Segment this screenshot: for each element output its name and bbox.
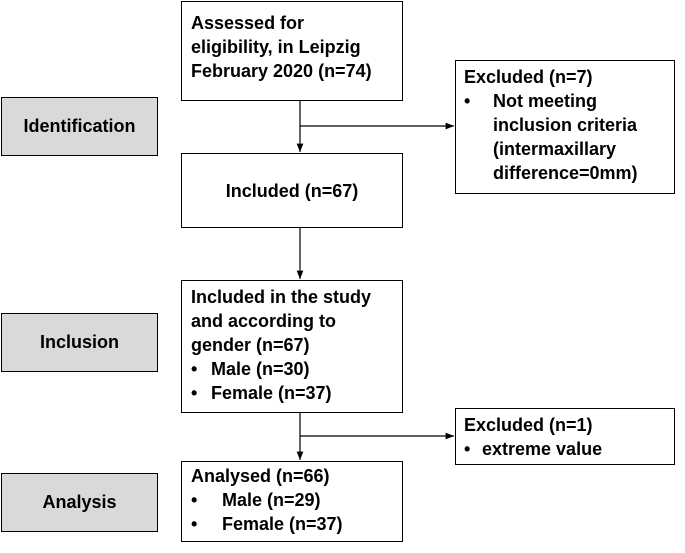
included-study-box: Included in the study and according to g… (181, 280, 403, 413)
stage-inclusion-label: Inclusion (39, 332, 119, 352)
excluded-1-item-line-2: inclusion criteria (493, 115, 638, 135)
bullet-icon: • (464, 91, 471, 111)
analysed-item-male: • Male (n=29) (191, 488, 402, 512)
excluded-box-2: Excluded (n=1) • extreme value (455, 408, 675, 465)
analysed-female: Female (n=37) (222, 514, 343, 534)
excluded-1-item-line-1: Not meeting (493, 91, 598, 111)
analysed-item-female: • Female (n=37) (191, 512, 402, 536)
bullet-icon: • (191, 359, 198, 379)
excluded-1-item: • Not meeting inclusion criteria (interm… (464, 89, 674, 185)
stage-analysis: Analysis (1, 473, 158, 532)
included-study-item-male: • Male (n=30) (191, 357, 402, 381)
included-label: Included (n=67) (225, 180, 359, 201)
analysed-box: Analysed (n=66) • Male (n=29) • Female (… (181, 461, 403, 542)
included-box: Included (n=67) (181, 153, 403, 228)
stage-analysis-label: Analysis (42, 492, 117, 512)
stage-identification: Identification (1, 97, 158, 156)
stage-inclusion: Inclusion (1, 313, 158, 372)
analysed-male: Male (n=29) (222, 490, 321, 510)
bullet-icon: • (191, 514, 198, 534)
analysed-title: Analysed (n=66) (191, 466, 330, 486)
bullet-icon: • (191, 490, 198, 510)
bullet-icon: • (464, 439, 471, 459)
excluded-box-1: Excluded (n=7) • Not meeting inclusion c… (455, 60, 675, 194)
included-study-female: Female (n=37) (211, 383, 332, 403)
included-study-line-3: gender (n=67) (191, 335, 310, 355)
assessed-line-3: February 2020 (n=74) (191, 61, 372, 81)
included-study-item-female: • Female (n=37) (191, 381, 402, 405)
stage-identification-label: Identification (23, 116, 136, 136)
assessed-line-2: eligibility, in Leipzig (191, 37, 361, 57)
included-study-line-1: Included in the study (191, 287, 372, 307)
included-study-line-2: and according to (191, 311, 337, 331)
assessed-box: Assessed for eligibility, in Leipzig Feb… (181, 1, 403, 101)
excluded-1-item-line-4: difference=0mm) (493, 163, 638, 183)
bullet-icon: • (191, 383, 198, 403)
included-study-male: Male (n=30) (211, 359, 310, 379)
assessed-line-1: Assessed for (191, 13, 305, 33)
excluded-1-title: Excluded (n=7) (464, 67, 593, 87)
excluded-1-item-line-3: (intermaxillary (493, 139, 617, 159)
excluded-2-title: Excluded (n=1) (464, 415, 593, 435)
excluded-2-item-text: extreme value (482, 439, 603, 459)
excluded-2-item: • extreme value (464, 437, 674, 461)
